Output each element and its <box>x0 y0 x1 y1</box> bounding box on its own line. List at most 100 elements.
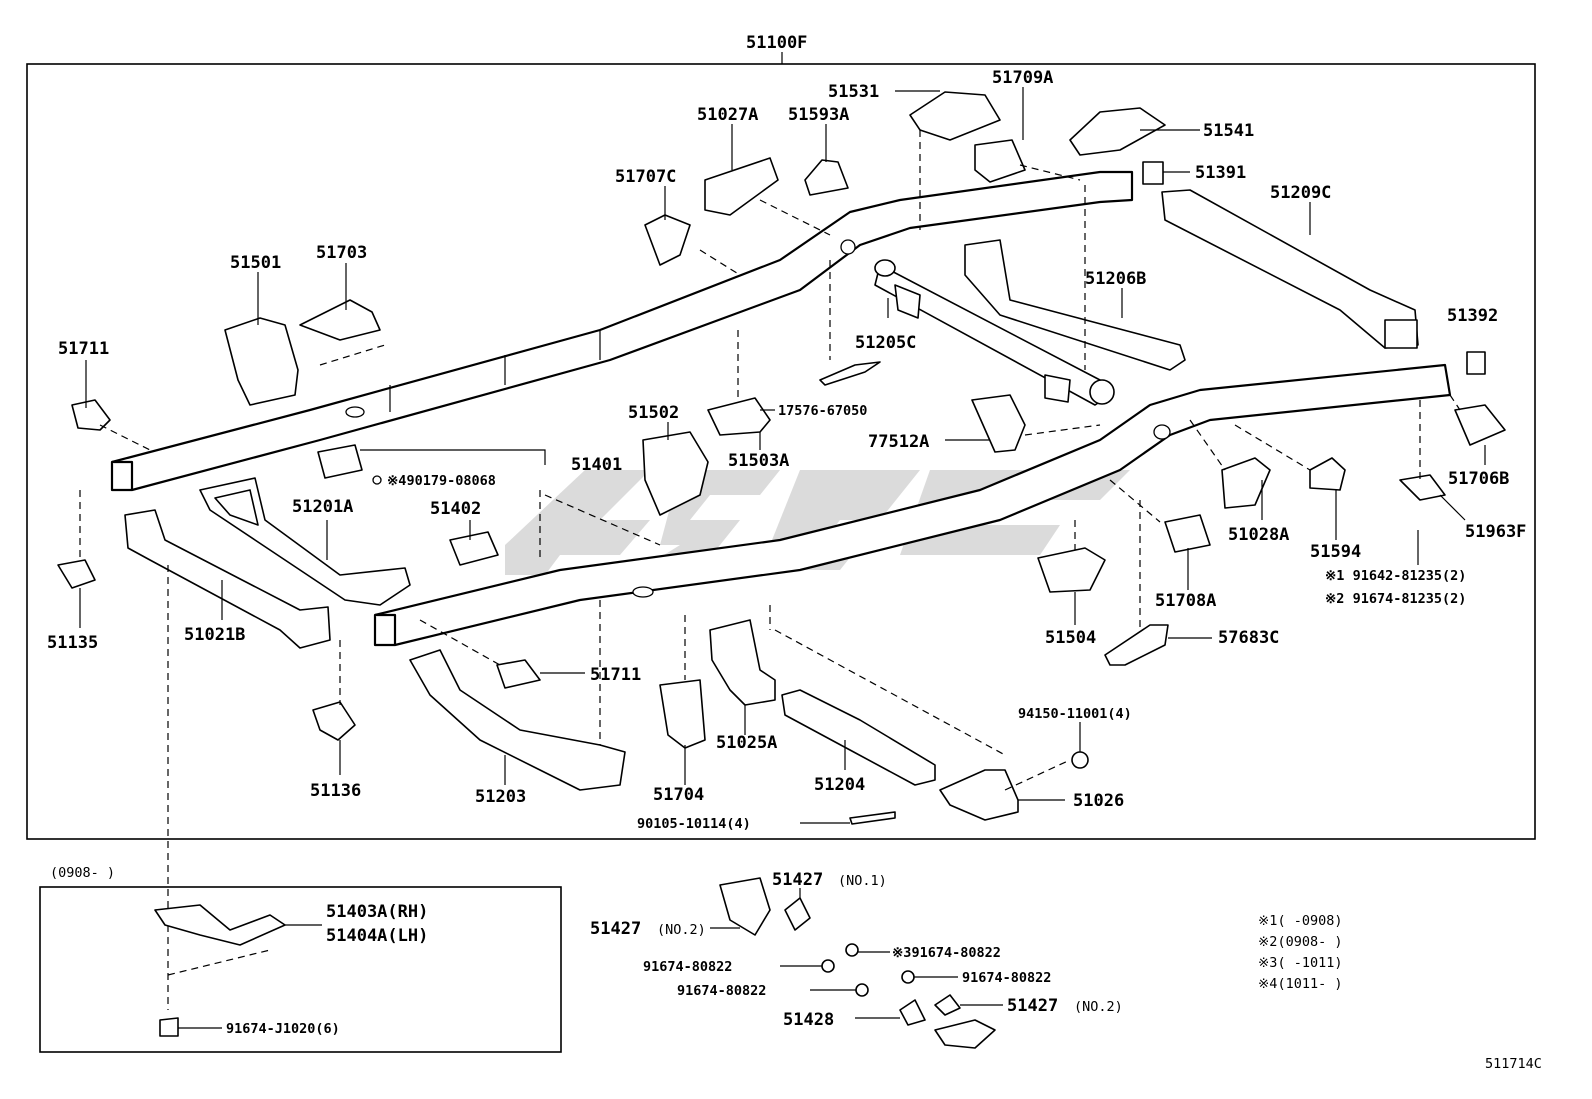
part-51201a <box>199 477 411 606</box>
label-51427-no1: 51427 <box>772 870 823 890</box>
label-51205c: 51205C <box>855 333 916 353</box>
label-51427-no2b: 51427 <box>1007 996 1058 1016</box>
label-51427-no2a: 51427 <box>590 919 641 939</box>
label-51402: 51402 <box>430 499 481 519</box>
label-51963f: 51963F <box>1465 522 1526 542</box>
label-51704: 51704 <box>653 785 704 805</box>
part-51504 <box>1037 547 1106 593</box>
note-3: ※3( -1011) <box>1258 955 1342 971</box>
label-51709a: 51709A <box>992 68 1053 88</box>
part-91674-80822-b <box>821 959 835 973</box>
inset-panel: (0908- ) 51403A(RH) 51404A(LH) 91674-J10… <box>39 865 562 1053</box>
label-51711-top: 51711 <box>58 339 109 359</box>
part-51594 <box>1309 457 1346 491</box>
label-51201a: 51201A <box>292 497 353 517</box>
label-51401: 51401 <box>571 455 622 475</box>
part-51541 <box>1069 107 1166 156</box>
part-51025a <box>709 619 776 706</box>
part-17576-67050 <box>819 361 881 386</box>
part-51391 <box>1142 161 1164 185</box>
bottom-center-parts: 51427 (NO.1) 51427 (NO.2) ※391674-80822 … <box>590 870 1123 1049</box>
label-51711-bottom: 51711 <box>590 665 641 685</box>
label-51531: 51531 <box>828 82 879 102</box>
label-51504: 51504 <box>1045 628 1096 648</box>
part-51427-no1-upper <box>719 877 771 936</box>
part-51711-top <box>71 399 111 431</box>
label-490179-08068: ※490179-08068 <box>387 473 496 489</box>
frame-rail-lower <box>373 363 1452 647</box>
label-51708a: 51708A <box>1155 591 1216 611</box>
part-51027a <box>704 157 779 216</box>
label-51707c: 51707C <box>615 167 676 187</box>
part-51427-no1 <box>784 897 811 931</box>
part-51403a <box>154 904 286 946</box>
part-51501 <box>224 317 299 406</box>
label-51136: 51136 <box>310 781 361 801</box>
part-51427-no2b <box>934 994 961 1016</box>
label-91674-80822-d: 91674-80822 <box>677 983 766 999</box>
label-51209c: 51209C <box>1270 183 1331 203</box>
part-51028a <box>1221 457 1271 509</box>
note-4: ※4(1011- ) <box>1258 976 1342 992</box>
label-51594: 51594 <box>1310 542 1361 562</box>
dashed-assembly-lines <box>79 130 1461 1010</box>
part-90105 <box>849 811 896 825</box>
label-51028a: 51028A <box>1228 525 1289 545</box>
label-51135: 51135 <box>47 633 98 653</box>
date-notes: ※1( -0908) ※2(0908- ) ※3( -1011) ※4(1011… <box>1258 913 1342 992</box>
part-labels: 51711 51501 51703 51707C 51027A 51593A 5… <box>47 68 1526 832</box>
label-51502: 51502 <box>628 403 679 423</box>
leader-lines <box>79 87 1486 824</box>
inset-date-label: (0908- ) <box>50 865 115 881</box>
part-51209c <box>1161 189 1419 349</box>
label-17576-67050: 17576-67050 <box>778 403 867 419</box>
label-51706b: 51706B <box>1448 469 1509 489</box>
part-51708a <box>1164 514 1211 553</box>
label-91674-80822-b: 91674-80822 <box>643 959 732 975</box>
frame-rail-upper <box>110 170 1134 492</box>
part-51135 <box>57 559 96 589</box>
label-51100f: 51100F <box>746 33 807 53</box>
part-51026 <box>939 769 1019 821</box>
part-51704 <box>659 679 706 749</box>
label-51501: 51501 <box>230 253 281 273</box>
label-51391: 51391 <box>1195 163 1246 183</box>
small-brackets <box>57 91 1506 825</box>
label-51404a: 51404A(LH) <box>326 926 428 946</box>
label-57683c: 57683C <box>1218 628 1279 648</box>
label-91674-80822-3: ※391674-80822 <box>892 945 1001 961</box>
label-51541: 51541 <box>1203 121 1254 141</box>
label-91674-j1020: 91674-J1020(6) <box>226 1021 340 1037</box>
part-51401 <box>317 444 363 479</box>
label-51403a: 51403A(RH) <box>326 902 428 922</box>
note-1: ※1( -0908) <box>1258 913 1342 929</box>
part-91674-80822-a <box>845 943 859 957</box>
part-51427-no2b-lower <box>934 1019 996 1049</box>
label-51503a: 51503A <box>728 451 789 471</box>
part-51206b <box>964 239 1186 371</box>
label-91674-80822-c: 91674-80822 <box>962 970 1051 986</box>
figure-id: 511714C <box>1485 1056 1542 1072</box>
part-51707c <box>644 214 691 266</box>
part-51428 <box>899 999 926 1026</box>
part-51502 <box>642 431 709 516</box>
label-51021b: 51021B <box>184 625 245 645</box>
label-51203: 51203 <box>475 787 526 807</box>
part-57683c <box>1104 624 1169 666</box>
part-51021b <box>124 509 331 649</box>
main-frame-border <box>26 63 1536 840</box>
label-51703: 51703 <box>316 243 367 263</box>
label-90105-10114: 90105-10114(4) <box>637 816 751 832</box>
label-51593a: 51593A <box>788 105 849 125</box>
part-51703 <box>299 299 381 341</box>
label-51392: 51392 <box>1447 306 1498 326</box>
part-51204 <box>781 689 936 786</box>
part-51392 <box>1466 351 1486 375</box>
part-77512a <box>971 394 1026 453</box>
note-2: ※2(0908- ) <box>1258 934 1342 950</box>
inset-border <box>39 886 562 1053</box>
part-51205c <box>874 259 1115 406</box>
part-51136 <box>312 701 356 741</box>
label-51027a: 51027A <box>697 105 758 125</box>
label-94150-11001: 94150-11001(4) <box>1018 706 1132 722</box>
